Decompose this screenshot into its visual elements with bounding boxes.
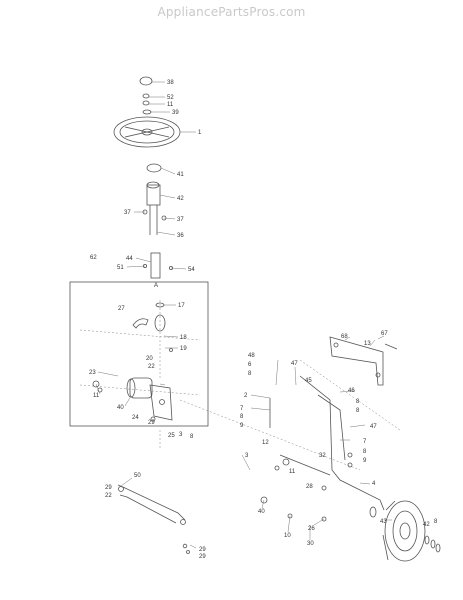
callout-label: 48 [248, 353, 255, 359]
callout-label: 50 [134, 473, 141, 479]
callout-label: 11 [93, 393, 100, 399]
callout-label: 1 [198, 130, 202, 136]
callout-label: 47 [370, 424, 377, 430]
callout-label: 44 [126, 256, 133, 262]
callout-label: 23 [89, 370, 96, 376]
callout-label: 38 [167, 80, 174, 86]
callout-label: 43 [380, 519, 387, 525]
callout-label: 19 [180, 346, 187, 352]
callout-label: 6 [248, 362, 252, 368]
callout-label: 47 [291, 361, 298, 367]
callout-label: 42 [423, 522, 430, 528]
front-wheel [382, 500, 426, 562]
callout-label: 51 [117, 265, 124, 271]
callout-label: 8 [434, 519, 438, 525]
callout-label: 7 [363, 439, 367, 445]
callout-label: 8 [240, 414, 244, 420]
callout-label: 3 [245, 453, 249, 459]
dash-axis-lines [79, 300, 401, 471]
callout-label: 11 [289, 469, 296, 475]
wheel-hardware [369, 506, 441, 553]
callout-label: 13 [364, 341, 371, 347]
callout-label: 2 [244, 393, 248, 399]
callout-label: 8 [356, 399, 360, 405]
callout-label: 67 [381, 331, 388, 337]
steering-wheel [113, 116, 181, 148]
callout-label: 29 [148, 420, 155, 426]
callout-label: 22 [148, 364, 155, 370]
leader-lines [95, 81, 392, 549]
callout-label: 62 [90, 255, 97, 261]
callout-label: 37 [177, 217, 184, 223]
callout-label: 52 [167, 95, 174, 101]
callout-label: 9 [363, 458, 367, 464]
callout-label: 22 [105, 493, 112, 499]
callout-label: 29 [199, 547, 206, 553]
axle-assembly [260, 375, 385, 522]
callout-label: 25 [168, 433, 175, 439]
steering-cap [139, 76, 153, 115]
callout-label: 30 [307, 541, 314, 547]
callout-label: 45 [305, 378, 312, 384]
callout-label: 4 [372, 481, 376, 487]
callout-label: 28 [306, 484, 313, 490]
callout-label: 18 [180, 335, 187, 341]
detail-box [69, 281, 209, 427]
callout-label: 8 [248, 371, 252, 377]
callout-label: 27 [118, 306, 125, 312]
callout-label: 37 [124, 210, 131, 216]
callout-label: 29 [105, 485, 112, 491]
callout-label: 68 [341, 334, 348, 340]
tie-rod [117, 484, 190, 554]
callout-label: 32 [319, 453, 326, 459]
callout-label: 36 [177, 233, 184, 239]
watermark: AppliancePartsPros.com [157, 5, 306, 19]
callout-label: A [154, 283, 158, 289]
callout-label: 3 [179, 432, 183, 438]
callout-label: 24 [132, 415, 139, 421]
callout-label: 9 [240, 423, 244, 429]
callout-label: 46 [348, 388, 355, 394]
callout-label: 12 [262, 440, 269, 446]
callout-label: 41 [177, 172, 184, 178]
callout-label: 40 [258, 509, 265, 515]
callout-label: 39 [172, 110, 179, 116]
callout-label: 29 [199, 554, 206, 560]
callout-label: 26 [308, 526, 315, 532]
callout-label: 7 [240, 406, 244, 412]
callout-label: 8 [363, 449, 367, 455]
callout-label: 40 [117, 405, 124, 411]
callout-label: 17 [178, 303, 185, 309]
callout-label: 8 [190, 434, 194, 440]
callout-label: 10 [284, 533, 291, 539]
frame-bracket [329, 336, 398, 386]
callout-label: 11 [167, 102, 174, 108]
callout-labels: 38 52 11 39 1 41 42 37 37 36 62 44 51 54… [89, 80, 438, 560]
callout-label: 20 [146, 356, 153, 362]
callout-label: 42 [177, 196, 184, 202]
callout-label: 54 [188, 267, 195, 273]
callout-label: 8 [356, 408, 360, 414]
detail-parts [92, 302, 173, 422]
